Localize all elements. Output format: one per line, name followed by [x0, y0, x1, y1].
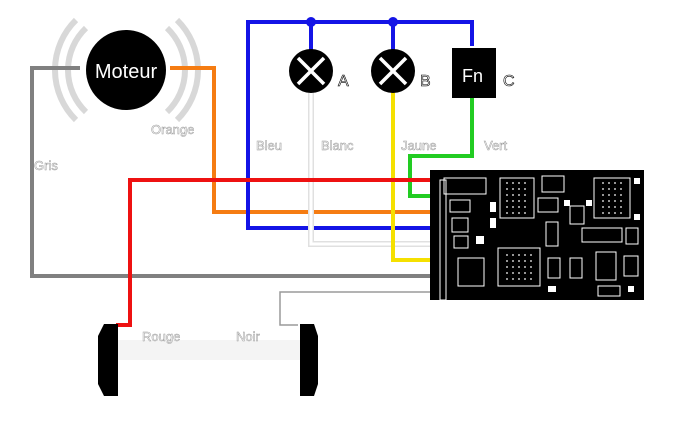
lamp-a-label: A — [338, 73, 349, 90]
rail-icon — [98, 324, 318, 396]
wire-grey — [30, 66, 430, 278]
wire-label-black: Noir — [236, 329, 261, 344]
decoder-board-icon — [430, 170, 644, 301]
lamp-icon — [289, 49, 333, 93]
wire-label-blue: Bleu — [256, 138, 282, 153]
wire-red — [116, 178, 430, 327]
wire-green — [408, 98, 474, 198]
motor-icon — [86, 30, 166, 110]
lamp-icon — [371, 49, 415, 93]
wire-black — [279, 291, 430, 326]
lamp-b-label: B — [420, 73, 431, 90]
wire-label-red: Rouge — [142, 329, 180, 344]
function-output-label: Fn — [462, 66, 483, 86]
wire-label-orange: Orange — [151, 122, 194, 137]
function-output-icon — [452, 48, 496, 98]
wire-label-white: Blanc — [321, 138, 354, 153]
wire-label-grey: Gris — [34, 158, 58, 173]
motor-label: Moteur — [95, 61, 158, 83]
wire-white — [308, 92, 430, 247]
wire-orange — [170, 66, 430, 214]
wire-yellow — [391, 92, 430, 262]
function-output-tag: C — [503, 73, 515, 90]
wire-label-green: Vert — [484, 138, 508, 153]
wire-label-yellow: Jaune — [401, 138, 436, 153]
